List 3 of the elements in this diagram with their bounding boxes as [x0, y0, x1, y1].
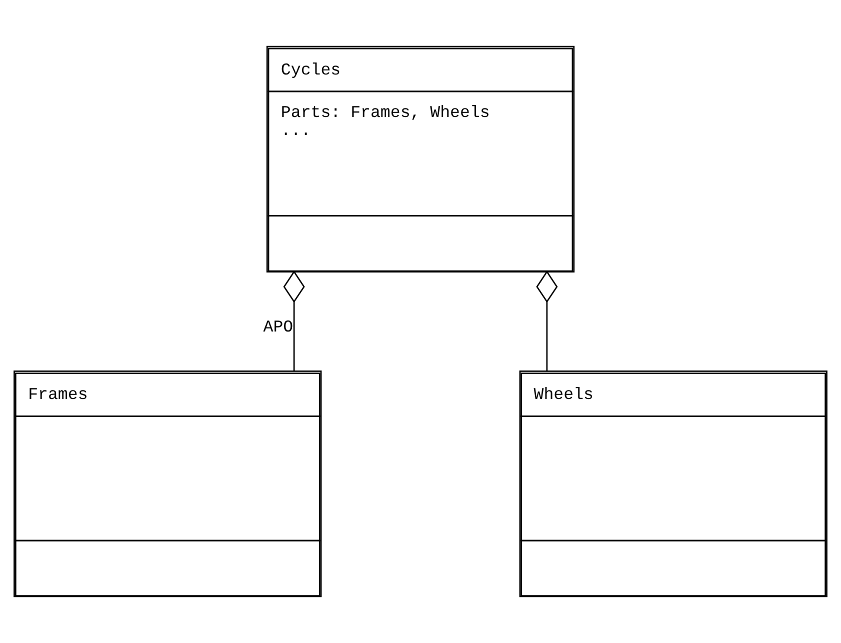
connector — [283, 270, 305, 371]
edge-label: APO — [263, 318, 294, 337]
connector — [536, 270, 558, 371]
